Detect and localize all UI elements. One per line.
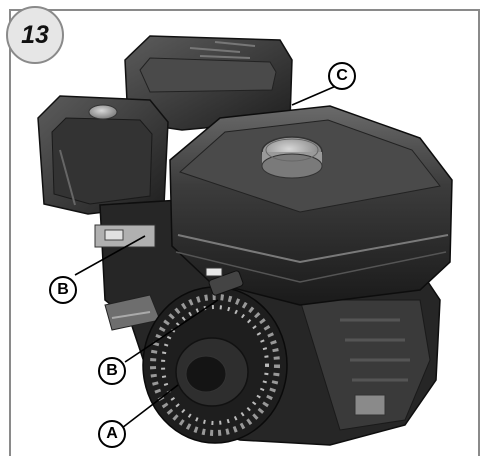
starter-grip [205,267,244,296]
callout-c: C [328,62,356,90]
muffler-cover [124,35,293,131]
callout-b-upper: B [49,276,77,304]
callout-b-lower: B [98,357,126,385]
callout-leaders [74,85,337,429]
recoil-starter [142,286,288,444]
carburetor-linkage [94,224,156,248]
figure-number-badge: 13 [6,6,64,64]
callout-a: A [98,420,126,448]
fuel-tank [169,105,453,306]
air-cleaner [37,95,169,215]
